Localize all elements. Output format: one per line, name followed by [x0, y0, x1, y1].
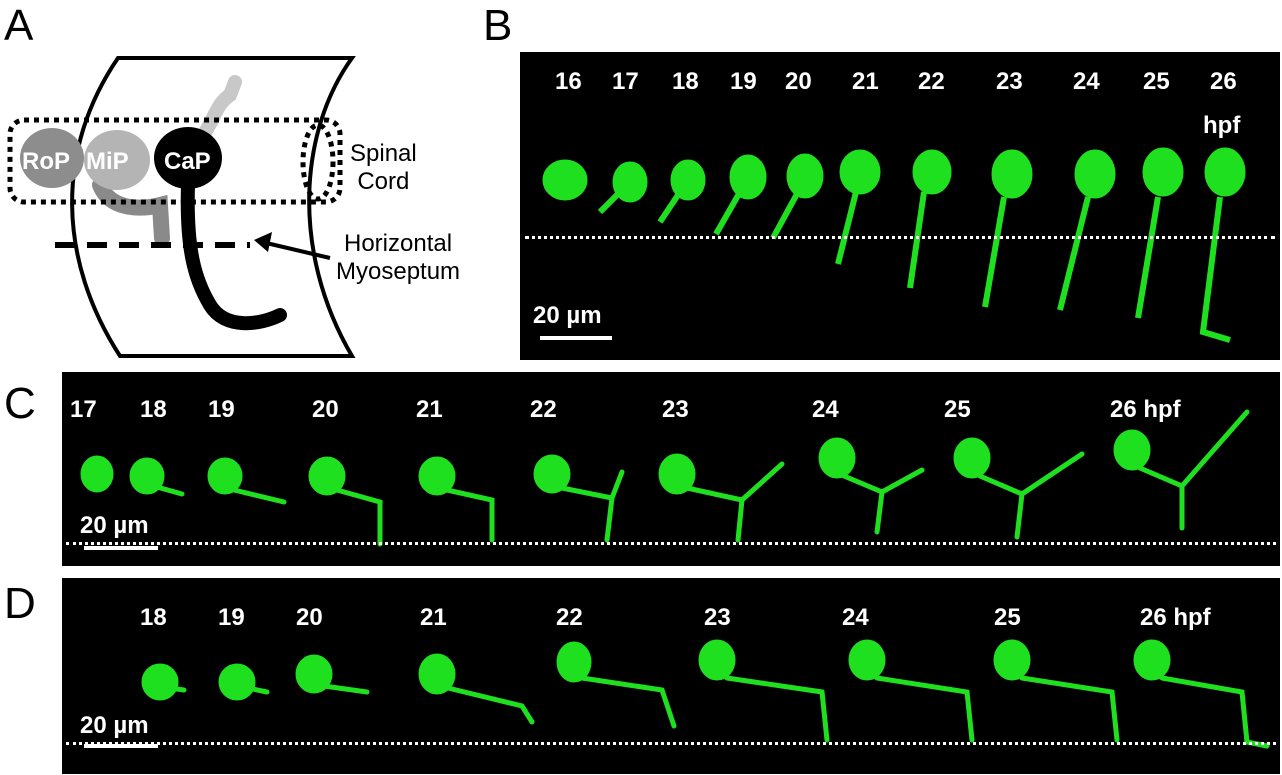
panel-c-time-24: 24: [812, 396, 839, 423]
panel-b-time-22: 22: [918, 68, 945, 95]
panel-b-neurons: [542, 147, 1246, 343]
panel-c-neurons: [80, 409, 1250, 547]
panel-c-time-25: 25: [944, 396, 971, 423]
panel-c-time-20: 20: [312, 396, 339, 423]
panel-d-scale-bar: [84, 744, 158, 748]
panel-c-time-21: 21: [416, 396, 443, 423]
panel-b-time-25: 25: [1143, 68, 1170, 95]
panel-letter-a: A: [4, 1, 34, 50]
panel-c-myoseptum-line: [66, 542, 1276, 545]
panel-b-scale-bar: [540, 336, 612, 340]
panel-b-time-20: 20: [785, 68, 812, 95]
panel-c-scale-label: 20 µm: [80, 512, 149, 539]
spinal-cord-label: Spinal Cord: [350, 140, 417, 195]
panel-b-myoseptum-line: [525, 236, 1275, 239]
panel-c-time-26: 26 hpf: [1110, 396, 1181, 423]
panel-c-time-19: 19: [208, 396, 235, 423]
panel-d-time-21: 21: [420, 604, 447, 631]
panel-b-time-26: 26: [1210, 68, 1237, 95]
panel-d-time-23: 23: [704, 604, 731, 631]
spinal-cord-outline: [7, 117, 343, 205]
neuron-diagram: [7, 56, 356, 358]
panel-d-time-18: 18: [140, 604, 167, 631]
myoseptum-arrow: [261, 240, 331, 260]
panel-d-myoseptum-line: [66, 742, 1276, 745]
cap-label: CaP: [164, 148, 211, 175]
panel-b-time-19: 19: [730, 68, 757, 95]
panel-d-time-20: 20: [296, 604, 323, 631]
panel-d-time-22: 22: [556, 604, 583, 631]
panel-d-image: [62, 578, 1280, 774]
mip-axon: [92, 177, 170, 246]
panel-b-time-21: 21: [852, 68, 879, 95]
spinal-cord-end: [300, 122, 336, 202]
panel-letter-b: B: [483, 1, 513, 50]
myoseptum-label: Horizontal Myoseptum: [336, 230, 461, 285]
panel-b-time-18: 18: [672, 68, 699, 95]
panel-c-image: [62, 372, 1280, 566]
panel-d-time-19: 19: [218, 604, 245, 631]
panel-d-scale-label: 20 µm: [80, 712, 149, 739]
panel-b-time-24: 24: [1073, 68, 1100, 95]
rop-soma: [20, 128, 84, 188]
panel-b-image: [520, 52, 1280, 360]
panel-c-scale-bar: [84, 546, 158, 550]
panel-c-time-22: 22: [530, 396, 557, 423]
panel-letter-d: D: [4, 579, 36, 628]
panel-c-time-17: 17: [70, 396, 97, 423]
panel-b-unit: hpf: [1203, 112, 1241, 139]
panel-c-time-18: 18: [140, 396, 167, 423]
panel-c-time-23: 23: [662, 396, 689, 423]
mip-label: MiP: [86, 148, 129, 175]
rop-label: RoP: [22, 148, 70, 175]
panel-d-neurons: [141, 639, 1270, 749]
panel-letter-c: C: [4, 379, 36, 428]
cap-soma: [154, 127, 222, 189]
cap-axon: [180, 178, 287, 331]
panel-b-time-23: 23: [996, 68, 1023, 95]
panel-b-time-16: 16: [555, 68, 582, 95]
panel-d-time-24: 24: [842, 604, 869, 631]
panel-d-time-26: 26 hpf: [1140, 604, 1211, 631]
mip-soma: [84, 130, 150, 190]
panel-d-time-25: 25: [994, 604, 1021, 631]
panel-b-time-17: 17: [612, 68, 639, 95]
panel-b-scale-label: 20 µm: [533, 302, 602, 329]
